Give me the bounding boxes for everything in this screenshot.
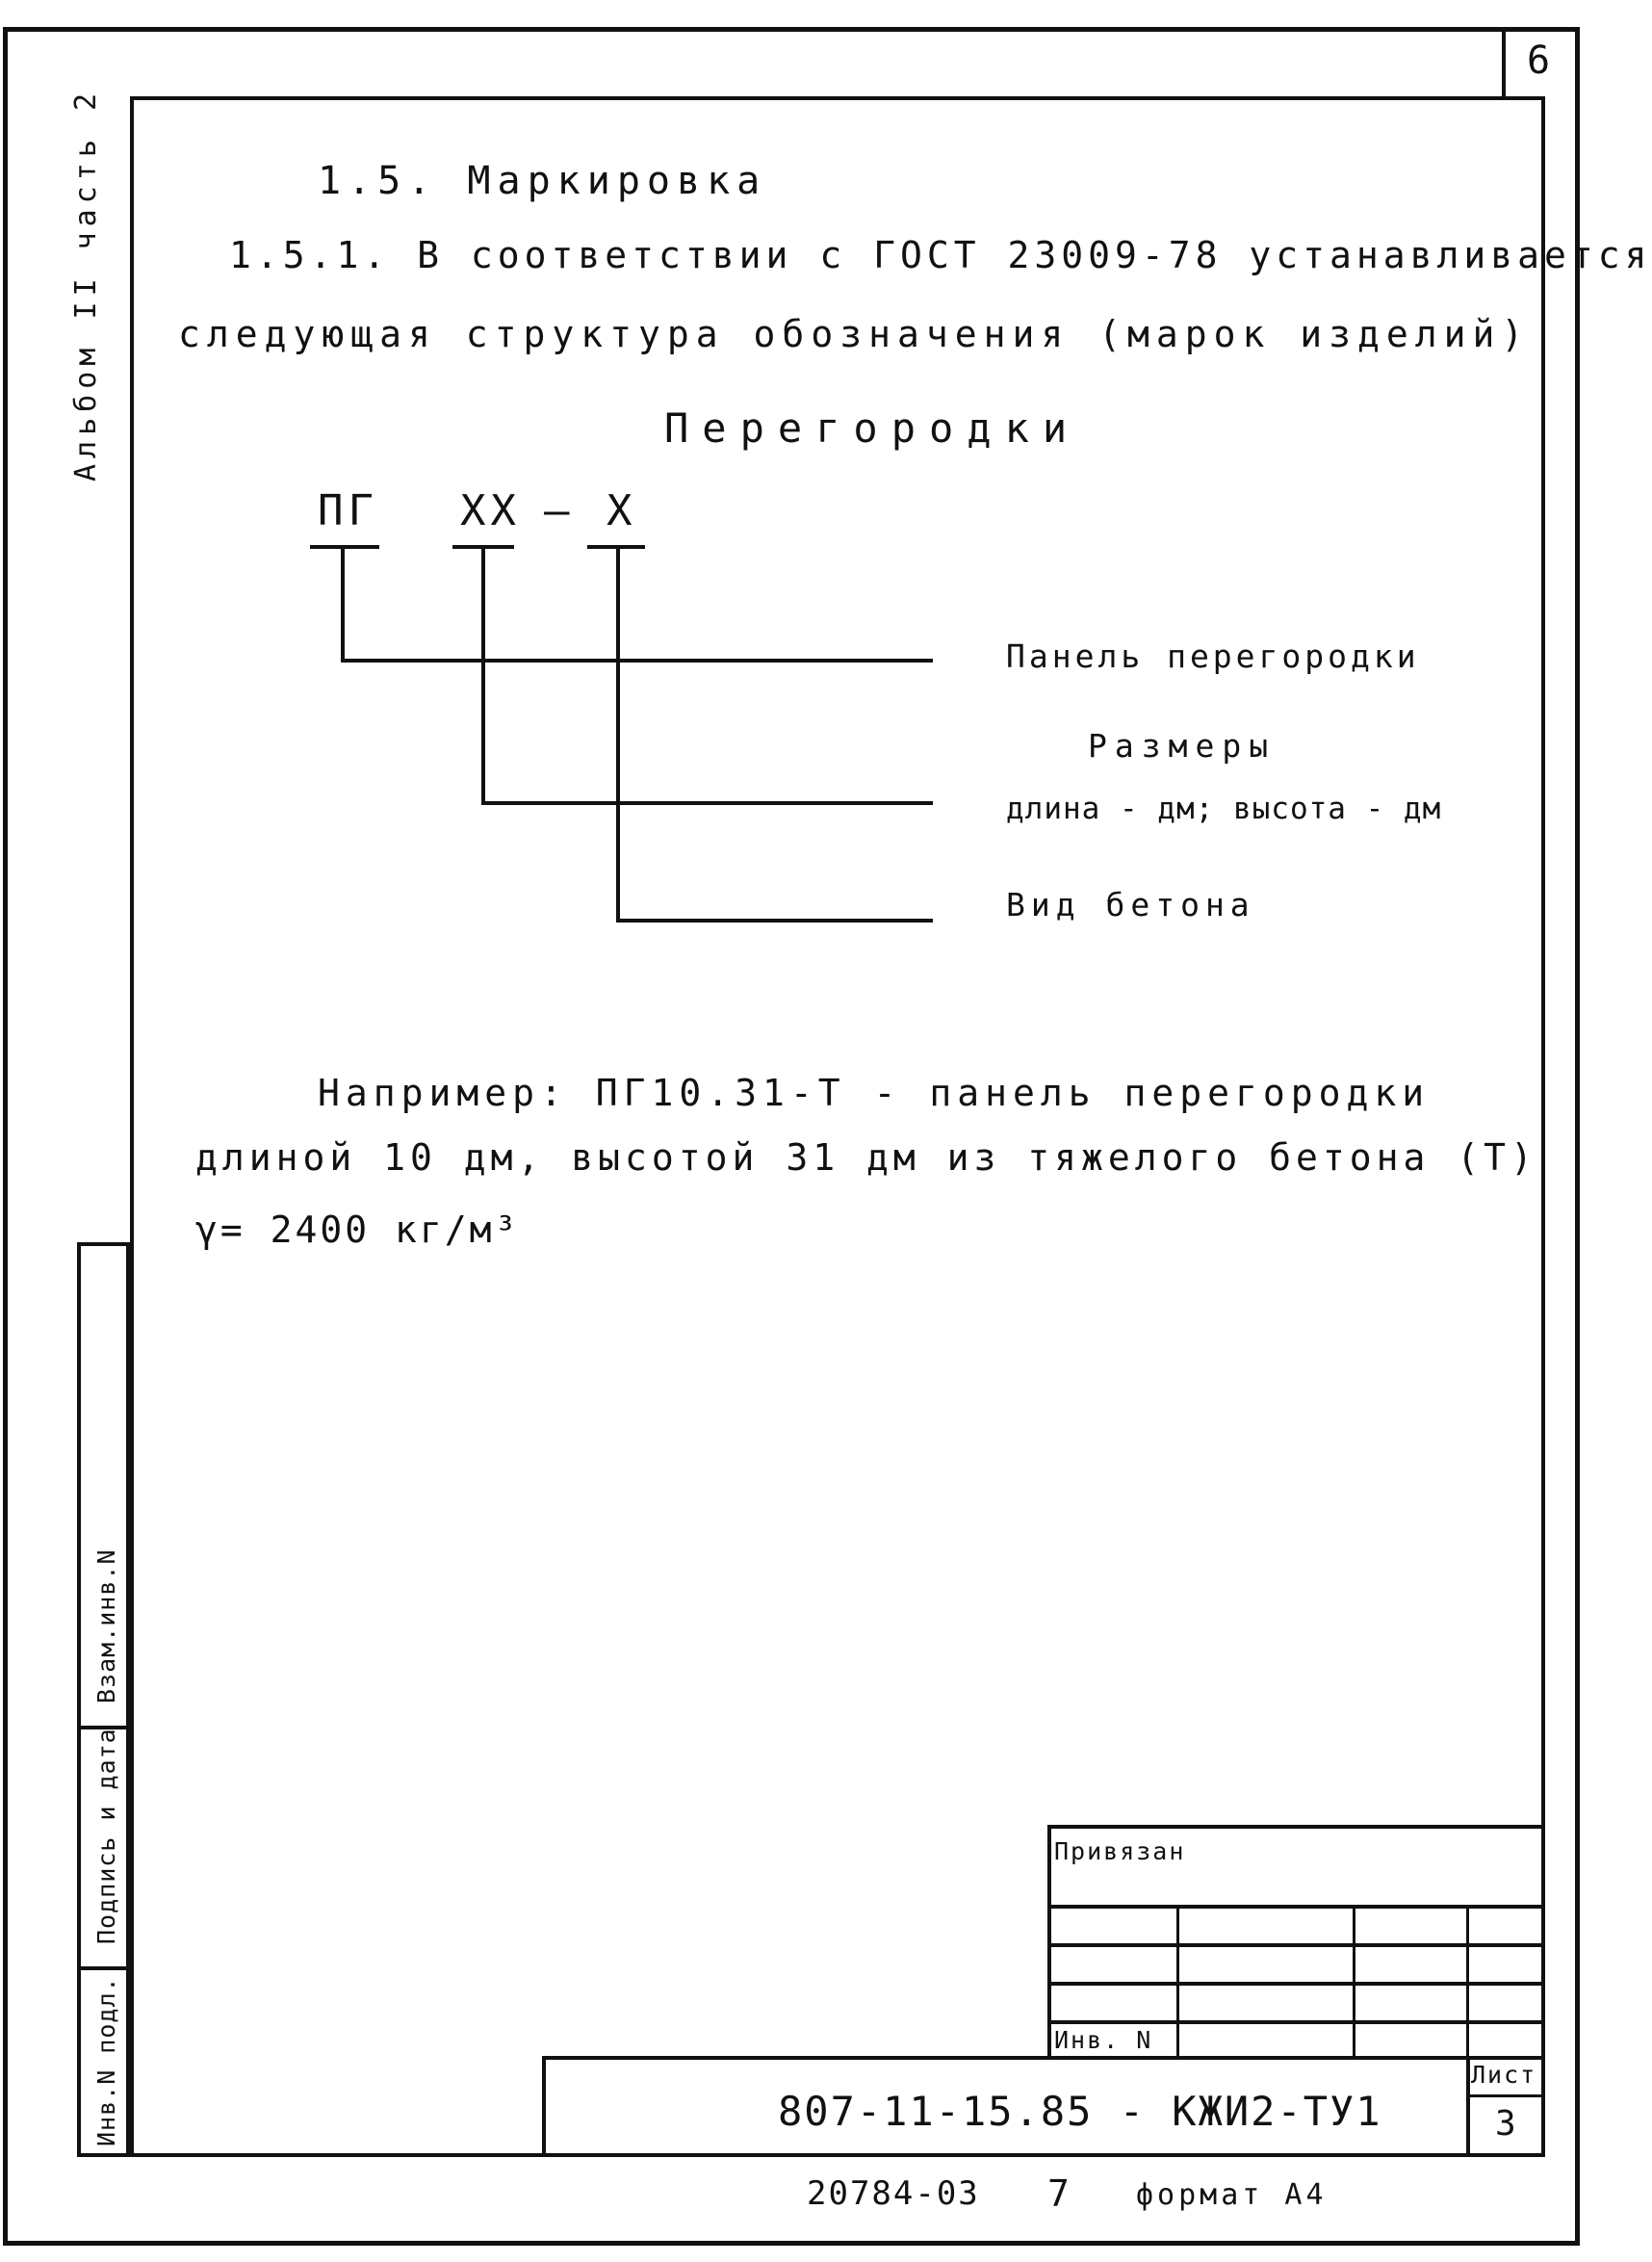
side-label-album: Альбом II часть 2	[69, 87, 103, 481]
drop-prefix	[341, 545, 345, 663]
underline-prefix	[310, 545, 379, 549]
leader-concrete	[616, 919, 933, 923]
side-stamp-strip: Взам.инв.N Подпись и дата Инв.N подл.	[77, 1242, 130, 2157]
paragraph-line-1: 1.5.1. В соответствии с ГОСТ 23009-78 ус…	[229, 234, 1652, 276]
att-col-1	[1176, 1905, 1179, 2056]
att-col-3	[1466, 1905, 1469, 2056]
attached-label: Привязан	[1054, 1837, 1186, 1865]
leader-prefix	[341, 659, 933, 663]
section-title: 1.5. Маркировка	[318, 159, 767, 203]
outer-frame	[3, 27, 1580, 2246]
side-label-inv-exchange: Взам.инв.N	[92, 1548, 120, 1703]
att-row-1	[1047, 1905, 1545, 1909]
main-stamp	[542, 2056, 1545, 2157]
inner-frame	[130, 96, 1545, 2157]
drop-size	[481, 545, 485, 805]
legend-sizes-title: Размеры	[1088, 727, 1277, 765]
paragraph-line-2: следующая структура обозначения (марок и…	[178, 313, 1531, 355]
legend-panel: Панель перегородки	[1006, 637, 1420, 675]
footer-format: формат А4	[1136, 2178, 1328, 2212]
side-label-inv-original: Инв.N подл.	[92, 1976, 120, 2146]
att-col-2	[1353, 1905, 1355, 2056]
att-row-2	[1047, 1943, 1545, 1947]
sheet-corner-box: 6	[1502, 29, 1579, 96]
side-divider-2	[81, 1966, 126, 1970]
att-row-3	[1047, 1982, 1545, 1986]
code-size: XX	[460, 486, 521, 535]
example-line-2: длиной 10 дм, высотой 31 дм из тяжелого …	[195, 1136, 1537, 1179]
side-divider-1	[81, 1726, 126, 1729]
stamp-sheet-col	[1466, 2056, 1470, 2157]
leader-size	[481, 801, 933, 805]
footer-archive-number: 20784-03	[807, 2174, 980, 2213]
legend-concrete-type: Вид бетона	[1006, 886, 1255, 923]
legend-sizes-detail: длина - дм; высота - дм	[1006, 792, 1442, 826]
side-label-signature-date: Подпись и дата	[92, 1728, 120, 1944]
code-concrete: X	[607, 486, 637, 535]
sheet-number: 3	[1495, 2104, 1521, 2144]
example-line-1: Например: ПГ10.31-Т - панель перегородки	[318, 1072, 1431, 1114]
sheet-label: Лист	[1471, 2061, 1537, 2089]
sheet-corner-number: 6	[1527, 39, 1551, 83]
document-code: 807-11-15.85 - КЖИ2-ТУ1	[778, 2088, 1382, 2135]
example-line-3: γ= 2400 кг/м³	[195, 1209, 520, 1251]
att-row-4	[1047, 2020, 1545, 2024]
diagram-title: Перегородки	[664, 404, 1081, 452]
drop-concrete	[616, 545, 620, 923]
attachment-table	[1047, 1825, 1545, 2056]
code-dash: –	[544, 486, 575, 535]
inv-label: Инв. N	[1054, 2026, 1153, 2054]
stamp-sheet-row	[1466, 2094, 1545, 2097]
code-prefix: ПГ	[318, 486, 378, 535]
footer-page: 7	[1047, 2172, 1074, 2215]
